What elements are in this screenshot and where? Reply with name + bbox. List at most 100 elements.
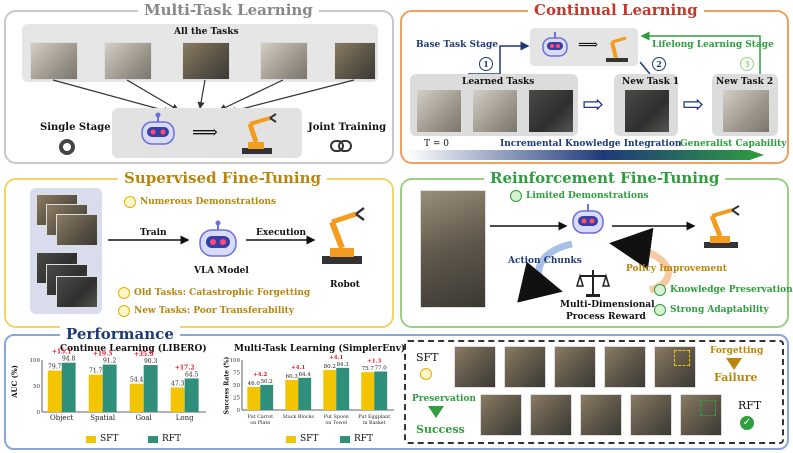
- frame-image: [580, 394, 622, 436]
- base-task-stage-label: Base Task Stage: [416, 40, 498, 50]
- y-tick-label: 0: [37, 410, 41, 416]
- task-image: [334, 42, 376, 80]
- y-tick-label: 0: [237, 408, 241, 414]
- single-stage-label: Single Stage: [40, 122, 111, 133]
- x-tick-label: Goal: [136, 414, 153, 422]
- progress-gradient-bar: [408, 150, 764, 160]
- delta-label: +4.2: [253, 372, 267, 378]
- x-tick-label: on Plate: [250, 420, 270, 426]
- data-label: 64.5: [185, 371, 199, 378]
- train-label: Train: [140, 228, 167, 238]
- robot-arm-icon: [606, 36, 628, 62]
- x-tick-label: in Basket: [363, 420, 386, 426]
- legend-sft-label: SFT: [300, 434, 319, 444]
- chart1-title: Continue Learning (LIBERO): [60, 344, 207, 354]
- new-task2-label: New Task 2: [716, 77, 774, 87]
- reward-line1-label: Multi-Dimensional: [560, 300, 655, 310]
- vla-robot-icon: [572, 204, 604, 234]
- y-tick-label: 25: [233, 396, 240, 402]
- y-tick-label: 50: [33, 384, 40, 390]
- frame-image: [504, 346, 546, 388]
- x-tick-label: Stack Blocks: [283, 414, 315, 420]
- smile-face-icon: [654, 304, 666, 316]
- rft-arrows: [490, 221, 696, 303]
- data-label: 75.7: [362, 366, 375, 372]
- sad-face-icon: [118, 287, 130, 299]
- step-2-badge: 2: [652, 57, 666, 71]
- joint-training-label: Joint Training: [308, 122, 387, 133]
- bar-rft: [102, 364, 117, 412]
- knowledge-preservation-label: Knowledge Preservation: [670, 285, 793, 295]
- neutral-face-icon: [420, 368, 432, 380]
- t0-label: T = 0: [424, 139, 449, 149]
- legend-sft-label: SFT: [100, 434, 119, 444]
- x-tick-label: Spatial: [90, 414, 116, 422]
- legend-sft-swatch: [86, 436, 96, 443]
- robot-arm-icon: [704, 205, 740, 248]
- frame-image: [630, 394, 672, 436]
- preservation-label: Preservation: [412, 394, 476, 404]
- highlight-box-green: [700, 400, 716, 416]
- legend-sft-swatch: [286, 436, 296, 443]
- robot-label: Robot: [330, 280, 360, 290]
- bar-sft: [323, 369, 337, 410]
- task-image: [182, 42, 230, 80]
- bar-sft: [47, 370, 62, 412]
- delta-label: +19.5: [93, 351, 113, 358]
- bar-sft: [88, 374, 103, 412]
- mtl-title: Multi-Task Learning: [138, 2, 319, 18]
- sft-compare-label: SFT: [416, 351, 439, 364]
- delta-label: +1.3: [367, 359, 381, 365]
- chart-continual-learning: 05010079.794.8+15.1Object71.791.2+19.5Sp…: [30, 349, 206, 422]
- bar-sft: [247, 387, 261, 410]
- link-icon: [330, 140, 352, 152]
- bar-rft: [143, 365, 158, 412]
- generalist-label: Generalist Capability: [680, 139, 787, 149]
- step-1-badge: 1: [479, 57, 493, 71]
- vla-model-label: VLA Model: [194, 266, 249, 276]
- scale-icon: [575, 270, 611, 297]
- frame-image: [530, 394, 572, 436]
- x-tick-label: Put Spoon: [324, 414, 349, 420]
- robot-arm-icon: [242, 113, 277, 154]
- robot-arm-icon: [322, 207, 365, 264]
- forgetting-label: Forgetting: [710, 346, 764, 356]
- frame-image: [480, 394, 522, 436]
- hollow-arrow-icon: ⇨: [582, 90, 604, 120]
- bar-sft: [129, 383, 144, 412]
- double-arrow-icon: ⟹: [192, 122, 218, 143]
- double-arrow-icon: ⟹: [578, 37, 599, 53]
- limited-label: Limited Demonstrations: [526, 191, 649, 201]
- y-tick-label: 75: [233, 371, 240, 377]
- vla-robot-icon: [141, 112, 175, 145]
- data-label: 84.3: [337, 362, 350, 368]
- new-tasks-label: New Tasks: Poor Transferability: [134, 306, 295, 316]
- success-label: Success: [416, 423, 465, 436]
- sft-arrows: [108, 235, 316, 245]
- data-label: 50.2: [261, 379, 273, 385]
- old-tasks-label: Old Tasks: Catastrophic Forgetting: [134, 288, 311, 298]
- highlight-box-yellow: [674, 350, 690, 366]
- data-label: 47.3: [171, 380, 185, 387]
- data-label: 46.0: [248, 381, 261, 387]
- x-tick-label: Object: [50, 414, 73, 422]
- data-label: 79.7: [48, 364, 62, 371]
- legend-rft-label: RFT: [354, 434, 374, 444]
- action-chunks-label: Action Chunks: [508, 256, 582, 266]
- execution-label: Execution: [256, 228, 307, 238]
- vla-robot-icon: [199, 220, 237, 257]
- mtl-all-tasks-label: All the Tasks: [174, 27, 239, 37]
- frame-image: [554, 346, 596, 388]
- delta-label: +15.1: [52, 349, 72, 356]
- rft-title: Reinforcement Fine-Tuning: [484, 170, 726, 186]
- numerous-label: Numerous Demonstrations: [140, 197, 277, 207]
- sft-title: Supervised Fine-Tuning: [118, 170, 328, 186]
- lifelong-stage-label: Lifelong Learning Stage: [652, 40, 774, 50]
- y-tick-label: 100: [230, 358, 241, 364]
- bar-rft: [374, 371, 388, 410]
- strong-adaptability-label: Strong Adaptability: [670, 305, 769, 315]
- down-arrow-gold-icon: [726, 358, 742, 370]
- demo-image: [56, 276, 98, 308]
- single-stage-icon: [59, 139, 75, 155]
- delta-label: +17.2: [175, 364, 195, 371]
